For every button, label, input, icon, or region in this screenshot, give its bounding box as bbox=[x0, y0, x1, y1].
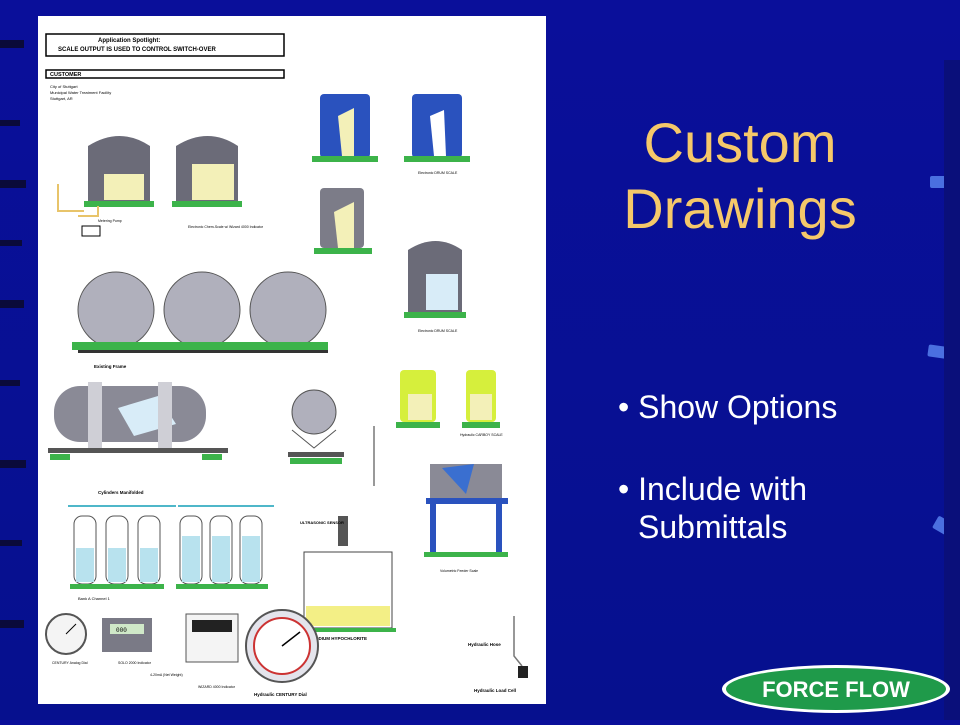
title-line-1: Custom bbox=[643, 111, 837, 174]
bank-a-label: Bank A Channel 1 bbox=[78, 596, 111, 601]
volumetric-feeder-label: Volumetric Feeder Scale bbox=[440, 569, 478, 573]
drum-scale-blue-2 bbox=[404, 94, 470, 162]
bullet-dot: • bbox=[618, 471, 639, 507]
ultrasonic-tank bbox=[300, 551, 396, 632]
scale-indicator-label: SOLO 2000 Indicator bbox=[118, 661, 152, 665]
cylinder-cradle-scale bbox=[288, 389, 344, 464]
ultrasonic-sensor-label: ULTRASONIC SENSOR bbox=[300, 520, 344, 525]
carboy-scale-label: Hydraulic CARBOY SCALE bbox=[460, 433, 503, 437]
wizard-indicator-label: WIZARD 4000 Indicator bbox=[198, 685, 236, 689]
existing-frame-label: Existing Frame bbox=[94, 364, 127, 369]
hydraulic-hose-label: Hydraulic Hose bbox=[468, 642, 501, 647]
ma-output-label: 4-20mA (Net Weight) bbox=[150, 673, 183, 677]
customer-line-1: City of Stuttgart bbox=[50, 84, 78, 89]
customer-line-3: Stuttgart, AR bbox=[50, 96, 73, 101]
custom-drawing-sheet: Application Spotlight: SCALE OUTPUT IS U… bbox=[38, 16, 546, 704]
volumetric-feeder-scale bbox=[424, 464, 508, 557]
bullet-dot: • bbox=[618, 389, 639, 425]
drawing-header-1: Application Spotlight: bbox=[98, 38, 160, 44]
hydraulic-dial-label: Hydraulic CENTURY Dial bbox=[254, 692, 307, 697]
bullet-include-submittals: • Include with Submittals bbox=[618, 470, 837, 546]
drum-scale-label-3: Electronic DRUM SCALE bbox=[418, 329, 458, 333]
logo-text: FORCE FLOW bbox=[762, 677, 910, 702]
carboy-scales bbox=[396, 370, 500, 428]
title-line-2: Drawings bbox=[623, 177, 857, 240]
scale-application-drawing: Application Spotlight: SCALE OUTPUT IS U… bbox=[45, 33, 528, 697]
sodium-hypochlorite-label: SODIUM HYPOCHLORITE bbox=[312, 636, 367, 641]
solo-indicator: 000 bbox=[102, 618, 152, 652]
hydraulic-century-dial bbox=[245, 609, 319, 683]
chem-scale-tank-2 bbox=[172, 136, 242, 207]
hydraulic-load-cell-icon bbox=[518, 666, 528, 678]
drum-scale-right bbox=[404, 241, 466, 318]
chem-scale-label: Electronic Chem-Scale w/ Wizard 4000 Ind… bbox=[188, 225, 264, 229]
right-decoration bbox=[900, 0, 960, 720]
manifolded-cylinders-left bbox=[68, 505, 176, 589]
ton-cylinders bbox=[72, 271, 328, 353]
wizard-indicator bbox=[185, 613, 239, 663]
cylinders-manifolded-label: Cylinders Manifolded bbox=[98, 490, 144, 495]
horizontal-tank-scale bbox=[48, 382, 228, 460]
chem-scale-tank-1 bbox=[84, 136, 154, 207]
bullet-list: • Show Options • Include with Submittals bbox=[618, 388, 837, 590]
customer-label: CUSTOMER bbox=[50, 72, 81, 78]
bullet-text: Show Options bbox=[638, 389, 838, 425]
bullet-text: Include with bbox=[638, 471, 808, 507]
slide-title: Custom Drawings bbox=[590, 110, 890, 242]
drum-scale-blue-1 bbox=[312, 94, 378, 162]
drum-scale-gray bbox=[314, 188, 372, 254]
bullet-show-options: • Show Options bbox=[618, 388, 837, 426]
metering-pump-label: Metering Pump bbox=[98, 219, 122, 223]
indicator-display: 000 bbox=[116, 627, 127, 634]
drawing-header-2: SCALE OUTPUT IS USED TO CONTROL SWITCH-O… bbox=[58, 47, 216, 53]
century-analog-dial bbox=[45, 613, 87, 655]
hydraulic-load-cell-label: Hydraulic Load Cell bbox=[474, 688, 516, 693]
left-decoration bbox=[0, 0, 40, 720]
force-flow-logo: FORCE FLOW bbox=[720, 662, 952, 716]
bullet-text-continued: Submittals bbox=[638, 509, 788, 545]
manifolded-cylinders-right bbox=[176, 505, 274, 589]
century-analog-label: CENTURY Analog Dial bbox=[52, 661, 88, 665]
customer-line-2: Municipal Water Treatment Facility bbox=[50, 90, 111, 95]
drum-scale-label: Electronic DRUM SCALE bbox=[418, 171, 458, 175]
